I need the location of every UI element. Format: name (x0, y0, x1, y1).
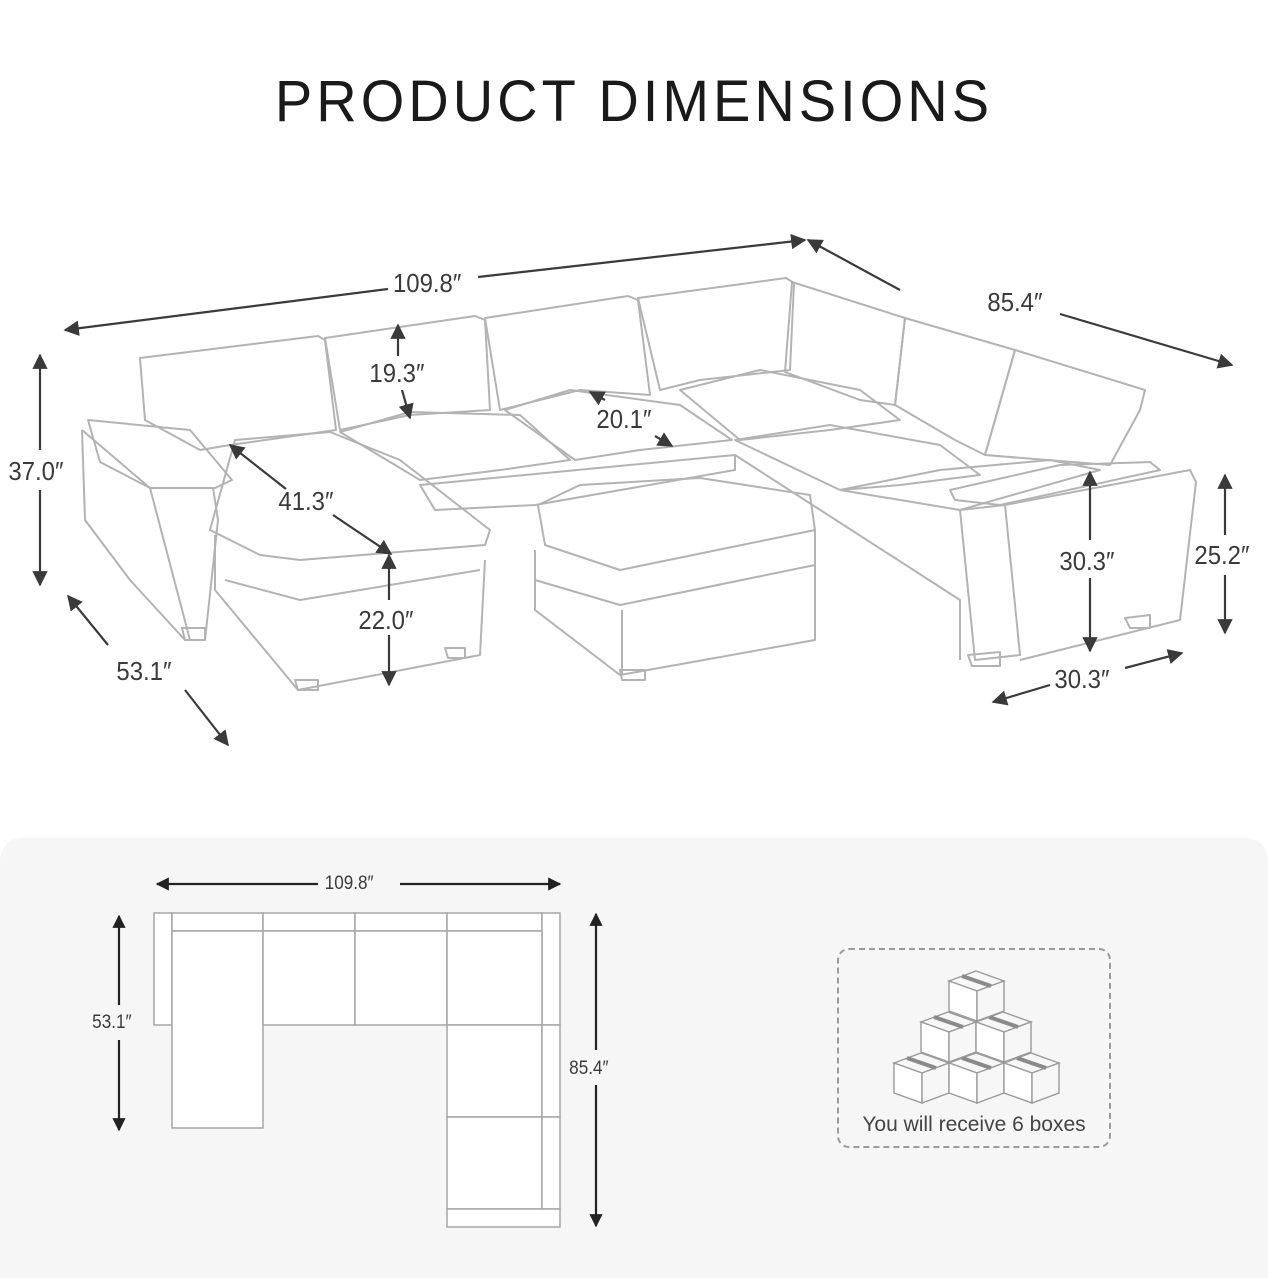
dimension-seat-height: 22.0″ (358, 605, 414, 635)
dimension-arm-height-inner: 30.3″ (1059, 546, 1115, 576)
page-title: PRODUCT DIMENSIONS (274, 67, 994, 134)
shipping-boxes-card: You will receive 6 boxes (837, 948, 1111, 1148)
dimension-total-height: 37.0″ (8, 456, 64, 486)
top-view-width: 109.8″ (324, 873, 374, 894)
shipping-boxes-caption: You will receive 6 boxes (862, 1113, 1086, 1136)
dimension-chaise-depth: 53.1″ (116, 656, 172, 686)
sofa-perspective-drawing (32, 233, 1234, 747)
dimension-total-width: 109.8″ (392, 268, 462, 298)
dimension-chaise-length: 41.3″ (278, 486, 334, 516)
dimension-seat-depth: 20.1″ (596, 404, 652, 434)
dimension-right-depth: 85.4″ (987, 287, 1043, 317)
top-view-left-depth: 53.1″ (92, 1012, 132, 1033)
dimension-back-cushion-height: 19.3″ (369, 358, 425, 388)
top-view-right-depth: 85.4″ (569, 1058, 609, 1079)
dimension-arm-width: 30.3″ (1054, 664, 1110, 694)
dimension-arm-height-outer: 25.2″ (1194, 540, 1250, 570)
stacked-boxes-icon (891, 970, 1062, 1105)
